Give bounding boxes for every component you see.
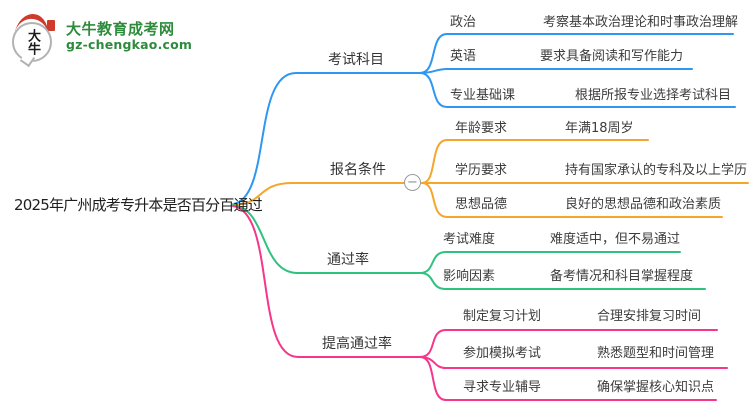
logo-site-name: 大牛教育成考网 <box>66 20 175 38</box>
subtopic-detail[interactable]: 根据所报专业选择考试科目 <box>575 88 732 103</box>
branch-row-line <box>419 68 693 74</box>
subtopic-label[interactable]: 影响因素 <box>443 269 496 284</box>
branch-row-line <box>419 33 734 74</box>
subtopic-label[interactable]: 学历要求 <box>455 163 508 178</box>
branch-row-line <box>419 356 717 401</box>
branch-trunk-line <box>232 182 405 206</box>
subtopic-detail[interactable]: 考察基本政治理论和时事政治理解 <box>543 15 739 30</box>
logo-cow-icon: 大牛 <box>10 10 60 68</box>
subtopic-label[interactable]: 参加模拟考试 <box>463 346 542 361</box>
branch-trunk-line <box>232 205 421 358</box>
subtopic-detail[interactable]: 年满18周岁 <box>565 121 634 136</box>
branch-row-line <box>421 139 649 184</box>
subtopic-label[interactable]: 年龄要求 <box>455 121 508 136</box>
branch-row-line <box>421 182 723 218</box>
branch-trunk-line <box>232 204 421 274</box>
branch-improve-rate-lines <box>232 205 728 401</box>
subtopic-label[interactable]: 寻求专业辅导 <box>463 380 542 395</box>
subtopic-detail[interactable]: 要求具备阅读和写作能力 <box>540 49 684 64</box>
branch-label-exam-subjects[interactable]: 考试科目 <box>328 52 384 68</box>
central-topic[interactable]: 2025年广州成考专升本是否百分百通过 <box>14 196 263 214</box>
subtopic-detail[interactable]: 合理安排复习时间 <box>597 309 702 324</box>
subtopic-label[interactable]: 政治 <box>450 15 477 30</box>
logo-red-seal-icon <box>47 20 55 31</box>
branch-label-improve-rate[interactable]: 提高通过率 <box>322 336 392 352</box>
branch-row-line <box>419 272 706 290</box>
branch-row-line <box>419 329 718 358</box>
branch-trunk-line <box>232 72 421 205</box>
subtopic-label[interactable]: 制定复习计划 <box>463 309 542 324</box>
subtopic-label[interactable]: 英语 <box>450 49 477 64</box>
branch-row-line <box>419 72 736 108</box>
subtopic-detail[interactable]: 确保掌握核心知识点 <box>597 380 715 395</box>
branch-row-line <box>419 251 681 274</box>
logo-speech-bubble-icon: 大牛 <box>12 22 52 62</box>
subtopic-detail[interactable]: 良好的思想品德和政治素质 <box>565 197 722 212</box>
subtopic-label[interactable]: 思想品德 <box>455 197 508 212</box>
collapse-branch-button[interactable]: − <box>404 174 421 191</box>
logo-site-domain: gz-chengkao.com <box>66 37 193 52</box>
subtopic-detail[interactable]: 熟悉题型和时间管理 <box>597 346 715 361</box>
subtopic-label[interactable]: 专业基础课 <box>450 88 516 103</box>
subtopic-label[interactable]: 考试难度 <box>443 232 496 247</box>
site-logo: 大牛 大牛教育成考网 gz-chengkao.com <box>10 10 193 68</box>
subtopic-detail[interactable]: 备考情况和科目掌握程度 <box>550 269 694 284</box>
subtopic-detail[interactable]: 难度适中，但不易通过 <box>550 232 681 247</box>
subtopic-detail[interactable]: 持有国家承认的专科及以上学历 <box>565 163 748 178</box>
branch-label-pass-rate[interactable]: 通过率 <box>327 252 369 268</box>
branch-label-requirements[interactable]: 报名条件 <box>330 162 386 178</box>
branch-requirements-lines <box>232 139 749 218</box>
branch-exam-subjects-lines <box>232 33 736 205</box>
branch-pass-rate-lines <box>232 204 706 290</box>
